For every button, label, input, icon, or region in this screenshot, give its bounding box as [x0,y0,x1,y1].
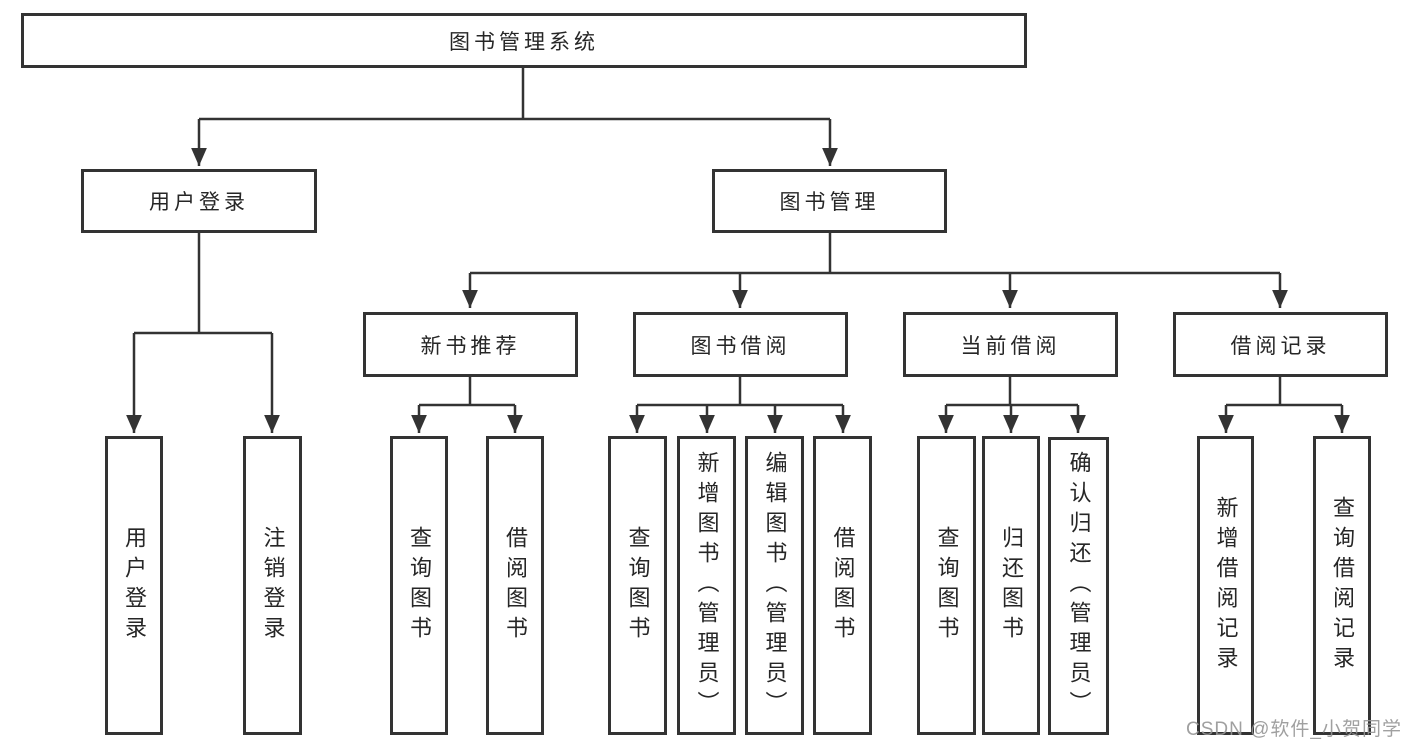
leaf-edit-books-admin: 编辑图书（管理员） [745,436,804,735]
leaf-query-books-borrow: 查询图书 [608,436,667,735]
leaf-user-login: 用户登录 [105,436,163,735]
node-book-management-branch: 图书管理 [712,169,947,233]
leaf-add-borrow-record: 新增借阅记录 [1197,436,1254,735]
leaf-query-books-current: 查询图书 [917,436,976,735]
node-borrowing-records: 借阅记录 [1173,312,1388,377]
csdn-watermark: CSDN @软件_小贺同学 [1186,719,1402,740]
leaf-query-borrow-record: 查询借阅记录 [1313,436,1371,735]
leaf-borrow-books-recommend: 借阅图书 [486,436,544,735]
node-new-book-recommend: 新书推荐 [363,312,578,377]
leaf-logout: 注销登录 [243,436,302,735]
node-root-title: 图书管理系统 [21,13,1027,68]
node-current-borrowing: 当前借阅 [903,312,1118,377]
leaf-query-books-recommend: 查询图书 [390,436,448,735]
leaf-return-books: 归还图书 [982,436,1040,735]
leaf-borrow-books: 借阅图书 [813,436,872,735]
leaf-confirm-return-admin: 确认归还（管理员） [1048,437,1109,735]
node-user-login-branch: 用户登录 [81,169,317,233]
leaf-add-books-admin: 新增图书（管理员） [677,436,736,735]
node-book-borrowing: 图书借阅 [633,312,848,377]
